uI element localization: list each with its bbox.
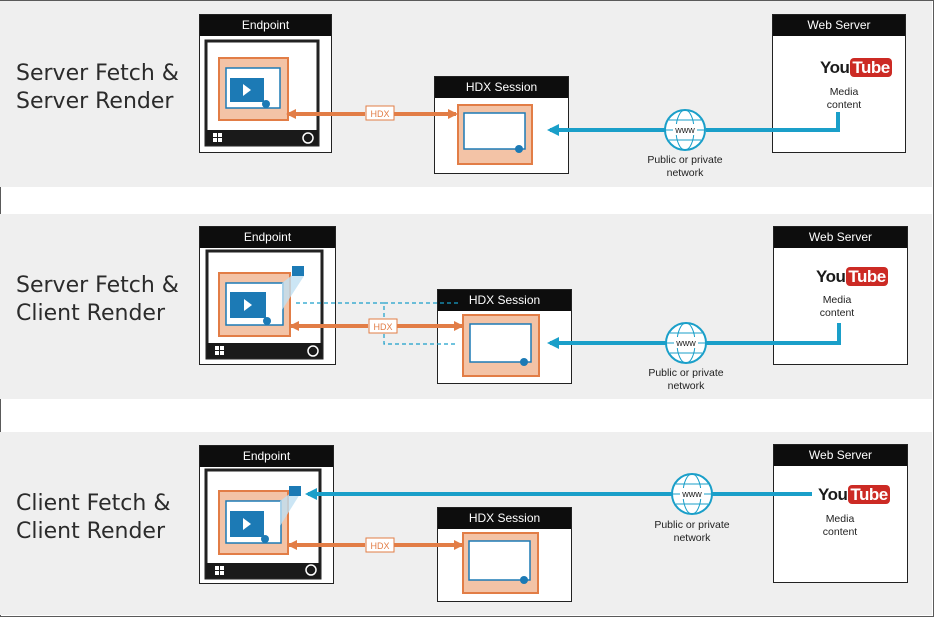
windows-start-icon <box>215 566 224 575</box>
video-player-icon <box>292 266 304 276</box>
hdx-session-window-icon <box>457 104 533 165</box>
endpoint-monitor-icon <box>205 249 324 360</box>
scenario-title-1: Server Fetch & Server Render <box>16 61 179 114</box>
endpoint-header: Endpoint <box>200 446 333 467</box>
windows-start-icon <box>215 346 224 355</box>
hdx-link-label: HDX <box>370 109 389 119</box>
media-content-label: Media content <box>822 513 858 538</box>
hdx-session-header: HDX Session <box>435 77 568 98</box>
hdx-session-window-icon <box>462 314 540 377</box>
scenario-title-3: Client Fetch & Client Render <box>16 491 171 544</box>
citrix-receiver-icon <box>302 132 314 144</box>
web-server-header: Web Server <box>773 15 905 36</box>
web-server-box: Web Server <box>773 444 908 583</box>
hdx-link-label: HDX <box>370 541 389 551</box>
svg-text:www: www <box>674 125 695 135</box>
network-label: Public or private network <box>654 519 730 544</box>
citrix-receiver-icon <box>305 564 317 576</box>
globe-www-icon: www <box>671 473 713 515</box>
globe-www-icon: www <box>664 109 706 151</box>
svg-text:www: www <box>681 489 702 499</box>
endpoint-monitor-icon <box>204 468 322 580</box>
web-server-header: Web Server <box>774 227 907 248</box>
web-server-header: Web Server <box>774 445 907 466</box>
svg-text:www: www <box>675 338 696 348</box>
hdx-session-header: HDX Session <box>438 508 571 529</box>
scenario-title-2: Server Fetch & Client Render <box>16 273 179 326</box>
media-stream-line <box>706 112 840 132</box>
media-content-label: Media content <box>819 294 855 319</box>
media-stream-line <box>706 323 841 345</box>
endpoint-monitor-icon <box>204 39 320 147</box>
hdx-session-window-icon <box>462 532 539 594</box>
media-content-label: Media content <box>826 86 862 111</box>
citrix-receiver-icon <box>307 345 319 357</box>
globe-www-icon: www <box>665 322 707 364</box>
windows-start-icon <box>213 133 222 142</box>
video-player-icon <box>289 486 301 496</box>
endpoint-header: Endpoint <box>200 15 331 36</box>
video-player-icon <box>230 78 264 102</box>
hdx-link-label: HDX <box>373 322 392 332</box>
video-player-icon <box>230 292 266 318</box>
video-player-icon <box>230 511 264 537</box>
hdx-session-header: HDX Session <box>438 290 571 311</box>
network-label: Public or private network <box>647 154 723 179</box>
network-label: Public or private network <box>648 367 724 392</box>
endpoint-header: Endpoint <box>200 227 335 248</box>
